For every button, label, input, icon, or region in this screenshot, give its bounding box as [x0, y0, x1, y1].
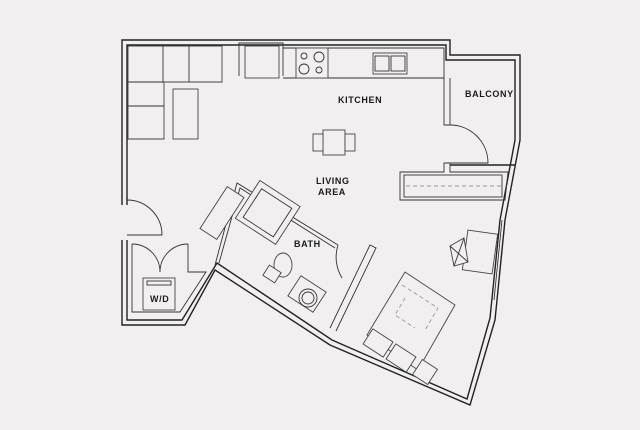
washer-dryer [142, 277, 176, 311]
vanity [287, 275, 327, 313]
refrigerator [244, 45, 280, 79]
kitchen-sink [372, 52, 408, 75]
room-label-wd: W/D [150, 294, 169, 304]
stove [295, 47, 329, 79]
room-label-area: AREA [318, 187, 346, 197]
closet [399, 162, 509, 201]
laundry-closet: W/D [131, 243, 207, 313]
balcony-door-swing [449, 124, 489, 164]
bedroom-wall [329, 244, 377, 332]
bed [362, 271, 456, 386]
room-label-bath: BATH [294, 239, 321, 249]
sectional-sofa [127, 45, 223, 140]
desk [461, 229, 499, 275]
room-label-kitchen: KITCHEN [338, 95, 382, 105]
room-label-living: LIVING [316, 176, 350, 186]
bathtub [234, 179, 301, 245]
nightstand [362, 328, 394, 358]
kitchen-counter [283, 47, 445, 79]
bathroom: BATH [199, 179, 343, 313]
desk-chair [449, 237, 469, 267]
coffee-table [172, 88, 199, 140]
exterior-walls [121, 39, 521, 406]
dining-table [312, 129, 356, 156]
room-label-balcony: BALCONY [465, 89, 514, 99]
entry-door-swing [126, 199, 163, 236]
vanity-sink [298, 288, 318, 308]
window [493, 219, 503, 301]
